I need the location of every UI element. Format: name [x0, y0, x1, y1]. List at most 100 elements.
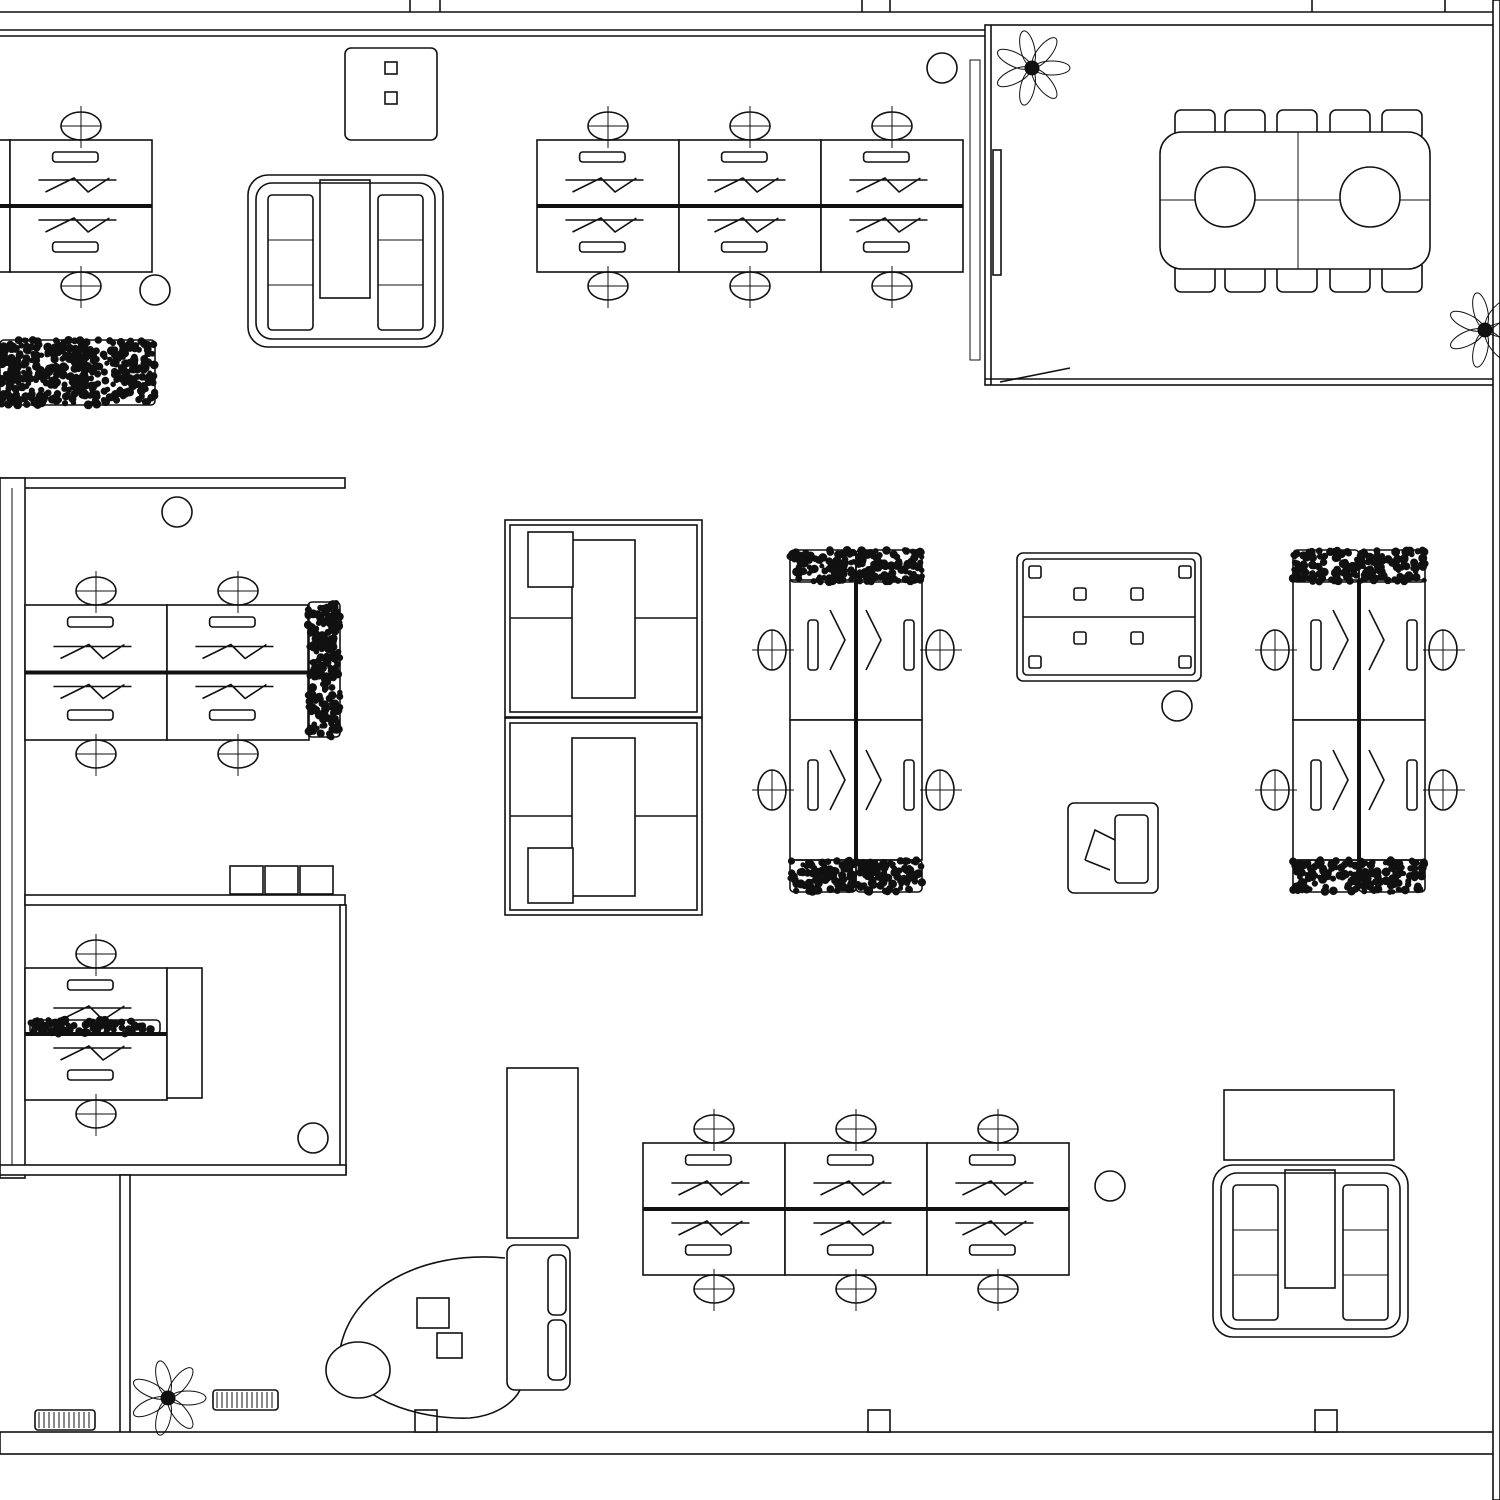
leaf	[132, 383, 137, 388]
meeting-table	[1017, 553, 1201, 681]
leaf	[92, 386, 96, 390]
leaf	[330, 692, 335, 697]
leaf	[81, 375, 89, 383]
leaf	[825, 578, 832, 585]
leaf	[122, 379, 128, 385]
leaf	[854, 859, 860, 865]
leaf	[907, 577, 915, 585]
leaf	[894, 554, 900, 560]
sofa	[268, 195, 313, 330]
leaf	[111, 1027, 116, 1032]
leaf	[1339, 874, 1345, 880]
leaf	[95, 337, 101, 343]
leaf	[1402, 549, 1409, 556]
leaf	[1391, 890, 1395, 894]
center	[1478, 323, 1492, 337]
leaf	[5, 400, 13, 408]
leaf	[313, 674, 319, 680]
leaf	[1397, 573, 1403, 579]
leaf	[1411, 865, 1418, 872]
leaf	[7, 341, 14, 348]
leaf	[25, 370, 32, 377]
chair-icon	[920, 770, 962, 810]
leaf	[885, 890, 889, 894]
leaf	[825, 866, 832, 873]
radiator-icon	[35, 1410, 95, 1430]
leaf	[67, 387, 71, 391]
leaf	[139, 339, 144, 344]
leaf	[919, 574, 924, 579]
leaf	[891, 869, 898, 876]
desk	[790, 720, 856, 860]
leaf	[879, 879, 887, 887]
leaf	[1419, 547, 1425, 553]
leaf	[328, 636, 333, 641]
leaf	[1348, 871, 1352, 875]
leaf	[1358, 559, 1365, 566]
desk-cluster-top-left	[0, 106, 152, 308]
leaf	[877, 553, 882, 558]
leaf	[51, 356, 58, 363]
leaf	[309, 611, 313, 615]
leaf	[43, 380, 49, 386]
leaf	[97, 1019, 102, 1024]
leaf	[114, 377, 120, 383]
leaf	[1422, 578, 1426, 582]
armchair-frame	[1068, 803, 1158, 893]
leaf	[1320, 575, 1325, 580]
leaf	[1392, 577, 1397, 582]
leaf	[142, 399, 148, 405]
wall	[340, 905, 346, 1173]
planter-icon	[855, 547, 925, 585]
desk-cluster-bottom	[643, 1109, 1069, 1311]
leaf	[336, 649, 341, 654]
leaf	[1393, 563, 1401, 571]
leaf	[151, 342, 156, 347]
leaf	[798, 555, 804, 561]
leaf	[312, 697, 318, 703]
leaf	[883, 547, 891, 555]
leaf	[1418, 872, 1426, 880]
leaf	[327, 618, 334, 625]
leaf	[23, 346, 30, 353]
radiator-icon	[213, 1390, 278, 1410]
chair-icon	[752, 630, 794, 670]
leaf	[320, 724, 324, 728]
leaf	[1303, 553, 1311, 561]
leaf	[884, 578, 890, 584]
leaf	[835, 567, 843, 575]
leaf	[16, 352, 23, 359]
leaf	[21, 362, 27, 368]
leaf	[317, 654, 324, 661]
leaf	[320, 665, 327, 672]
leaf	[860, 562, 865, 567]
leaf	[46, 1020, 54, 1028]
chair-icon	[920, 630, 962, 670]
leaf	[92, 357, 97, 362]
sofa	[1233, 1185, 1278, 1320]
leaf	[6, 380, 14, 388]
leaf	[1327, 548, 1334, 555]
leaf	[29, 388, 34, 393]
lounge-area	[326, 1068, 578, 1418]
potted-plant-icon	[140, 275, 170, 305]
sofa	[1343, 1185, 1388, 1320]
leaf	[93, 393, 100, 400]
leaf	[822, 575, 826, 579]
wall	[0, 1165, 346, 1175]
leaf	[3, 371, 8, 376]
leaf	[1316, 858, 1324, 866]
leaf	[849, 577, 854, 582]
leaf	[44, 392, 49, 397]
leaf	[1411, 874, 1417, 880]
leaf	[1377, 563, 1385, 571]
leaf	[1334, 552, 1338, 556]
leaf	[139, 394, 144, 399]
leaf	[48, 1028, 55, 1035]
leaf	[324, 673, 329, 678]
leaf	[48, 396, 55, 403]
leaf	[833, 868, 839, 874]
leaf	[815, 874, 822, 881]
leaf	[321, 638, 328, 645]
leaf	[1377, 877, 1383, 883]
